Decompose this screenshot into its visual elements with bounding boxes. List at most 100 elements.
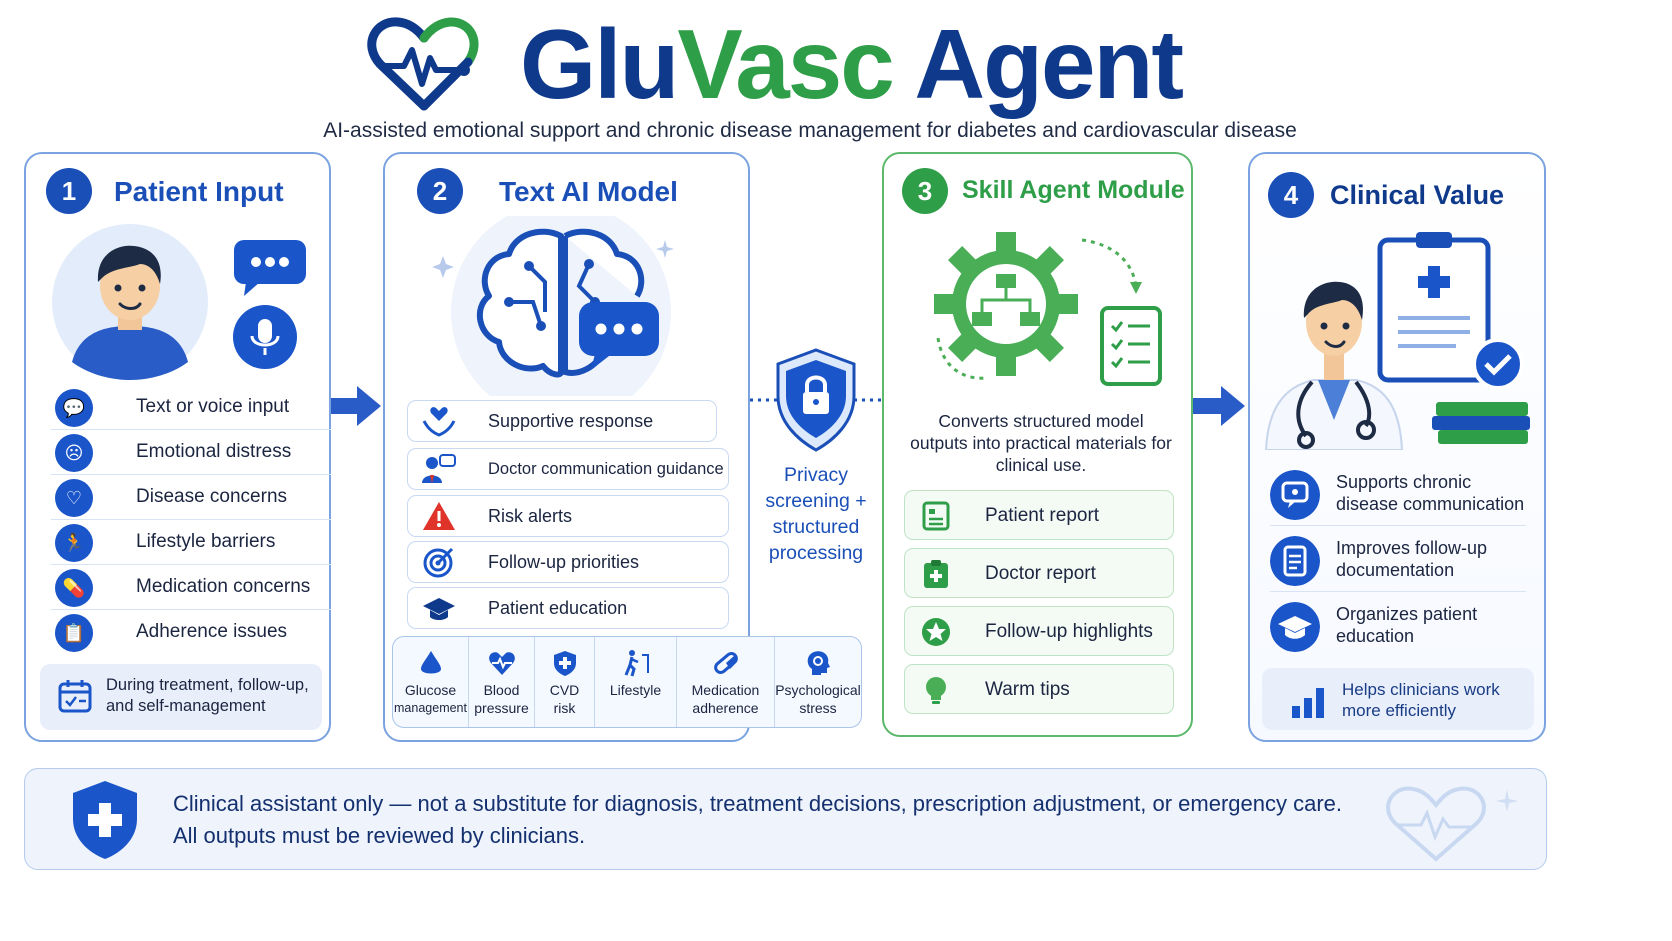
gear-workflow-icon	[934, 232, 1162, 386]
list-item-patient-education: Patient education	[407, 587, 729, 629]
privacy-line-1: Privacy	[784, 464, 848, 486]
list-item-doctor-communication: Doctor communication guidance	[407, 448, 729, 490]
panel-skill-agent-module: 3 Skill Agent Module	[882, 152, 1193, 737]
list-item-label: Text or voice input	[136, 396, 290, 417]
skill-agent-description: Converts structured model outputs into p…	[910, 411, 1172, 475]
privacy-line-4: processing	[768, 542, 864, 564]
sparkle-icon	[1496, 790, 1518, 812]
report-icon	[922, 501, 950, 531]
panel-title: Patient Input	[114, 176, 284, 207]
heart-question-icon: ♡	[55, 479, 93, 517]
flow-arrow-right-icon	[331, 386, 381, 426]
lightbulb-icon	[926, 677, 946, 704]
category-blood-pressure: Blood pressure	[469, 637, 535, 727]
star-icon	[922, 618, 950, 646]
health-category-strip: Glucose management Blood pressure CVD ri…	[392, 636, 862, 728]
list-item-patient-report: Patient report	[904, 490, 1174, 540]
list-item-lifestyle-barriers: 🏃 Lifestyle barriers	[51, 521, 331, 565]
step-number: 2	[417, 168, 463, 214]
shield-plus-icon	[553, 651, 576, 676]
head-gear-icon	[807, 651, 830, 675]
list-item-label: Follow-up highlights	[985, 621, 1153, 642]
list-item-organizes-education: Organizes patient education	[1270, 598, 1526, 658]
capsule-icon	[713, 652, 738, 674]
list-item-label: Doctor communication guidance	[488, 460, 724, 478]
panel-clinical-value: 4 Clinical Value Supports chronic diseas…	[1248, 152, 1546, 742]
category-label: Psychological	[775, 682, 861, 698]
list-item-label: Patient report	[985, 505, 1100, 526]
chat-icon: 💬	[55, 389, 93, 427]
list-item-risk-alerts: Risk alerts	[407, 495, 729, 537]
panel-patient-input: 1 Patient Input 💬 Text or voice input ☹ …	[24, 152, 331, 742]
graduation-cap-icon	[423, 598, 455, 620]
walking-icon	[624, 650, 649, 677]
panel-title: Text AI Model	[499, 176, 678, 207]
heart-pulse-icon	[488, 652, 515, 675]
category-medication-adherence: Medication adherence	[677, 637, 775, 727]
list-item-improves-documentation: Improves follow-up documentation	[1270, 532, 1526, 592]
category-label-2: risk	[553, 700, 576, 716]
category-label-2: pressure	[474, 700, 529, 716]
list-item-supportive-response: Supportive response	[407, 400, 717, 442]
sad-face-icon: ☹	[55, 434, 93, 472]
patient-avatar-icon	[52, 224, 208, 380]
step-number: 1	[46, 168, 92, 214]
list-item-label: Organizes patient education	[1336, 604, 1478, 646]
heart-hands-icon	[422, 407, 456, 437]
bar-chart-icon	[1292, 688, 1324, 718]
list-item-supports-communication: Supports chronic disease communication	[1270, 466, 1526, 526]
category-cvd-risk: CVD risk	[535, 637, 595, 727]
list-item-label: Supports chronic disease communication	[1336, 472, 1525, 514]
list-item-warm-tips: Warm tips	[904, 664, 1174, 714]
calendar-icon	[58, 680, 92, 713]
list-item-label: Warm tips	[985, 679, 1070, 700]
shield-lock-icon	[776, 348, 856, 452]
list-item-label: Follow-up priorities	[488, 552, 640, 572]
list-item-medication-concerns: 💊 Medication concerns	[51, 566, 331, 610]
drop-icon	[420, 651, 441, 674]
disclaimer-line-2: All outputs must be reviewed by clinicia…	[173, 823, 586, 848]
document-icon	[1270, 536, 1320, 586]
title-agent: Agent	[892, 9, 1184, 119]
shield-plus-icon	[73, 781, 137, 859]
list-item-label: Medication concerns	[136, 576, 311, 597]
flow-arrow-right-icon	[1193, 386, 1245, 426]
list-item-label: Patient education	[488, 598, 628, 618]
brain-chat-icon	[432, 216, 674, 396]
list-item-label: Supportive response	[488, 411, 654, 431]
patient-input-footer-text: During treatment, follow-up, and self-ma…	[106, 676, 309, 715]
clinical-value-footer-text: Helps clinicians work more efficiently	[1342, 680, 1500, 720]
category-label: Medication	[691, 682, 760, 698]
list-item-label: Disease concerns	[136, 486, 288, 507]
runner-icon: 🏃	[55, 524, 93, 562]
category-label-2: management	[394, 701, 467, 715]
heart-pulse-watermark-icon	[1386, 786, 1486, 862]
list-item-follow-up-priorities: Follow-up priorities	[407, 541, 729, 583]
list-item-label: Lifestyle barriers	[136, 531, 276, 552]
list-item-text-voice: 💬 Text or voice input	[51, 386, 331, 430]
category-label-2: adherence	[692, 700, 759, 716]
title-vasc: Vasc	[677, 9, 894, 119]
clipboard-plus-icon	[924, 560, 948, 588]
privacy-line-2: screening +	[765, 490, 867, 512]
step-number: 3	[902, 168, 948, 214]
microphone-icon	[233, 305, 297, 369]
patient-input-footer: During treatment, follow-up, and self-ma…	[40, 664, 322, 730]
page-title: GluVasc Agent	[520, 4, 1184, 124]
list-item-disease-concerns: ♡ Disease concerns	[51, 476, 331, 520]
list-item-label: Doctor report	[985, 563, 1096, 584]
chat-pin-icon	[1270, 470, 1320, 520]
page-subtitle: AI-assisted emotional support and chroni…	[323, 119, 1297, 142]
list-item-follow-up-highlights: Follow-up highlights	[904, 606, 1174, 656]
list-item-label: Improves follow-up documentation	[1336, 538, 1488, 580]
logo	[366, 14, 482, 114]
warning-icon	[423, 502, 455, 530]
privacy-label: Privacy screening + structured processin…	[752, 462, 880, 566]
category-label: Lifestyle	[609, 682, 662, 698]
panel-title: Skill Agent Module	[962, 176, 1185, 204]
doctor-chat-icon	[422, 454, 456, 483]
disclaimer-line-1: Clinical assistant only — not a substitu…	[173, 791, 1342, 816]
category-lifestyle: Lifestyle	[595, 637, 677, 727]
category-label: Blood	[483, 682, 520, 698]
pill-icon: 💊	[55, 569, 93, 607]
